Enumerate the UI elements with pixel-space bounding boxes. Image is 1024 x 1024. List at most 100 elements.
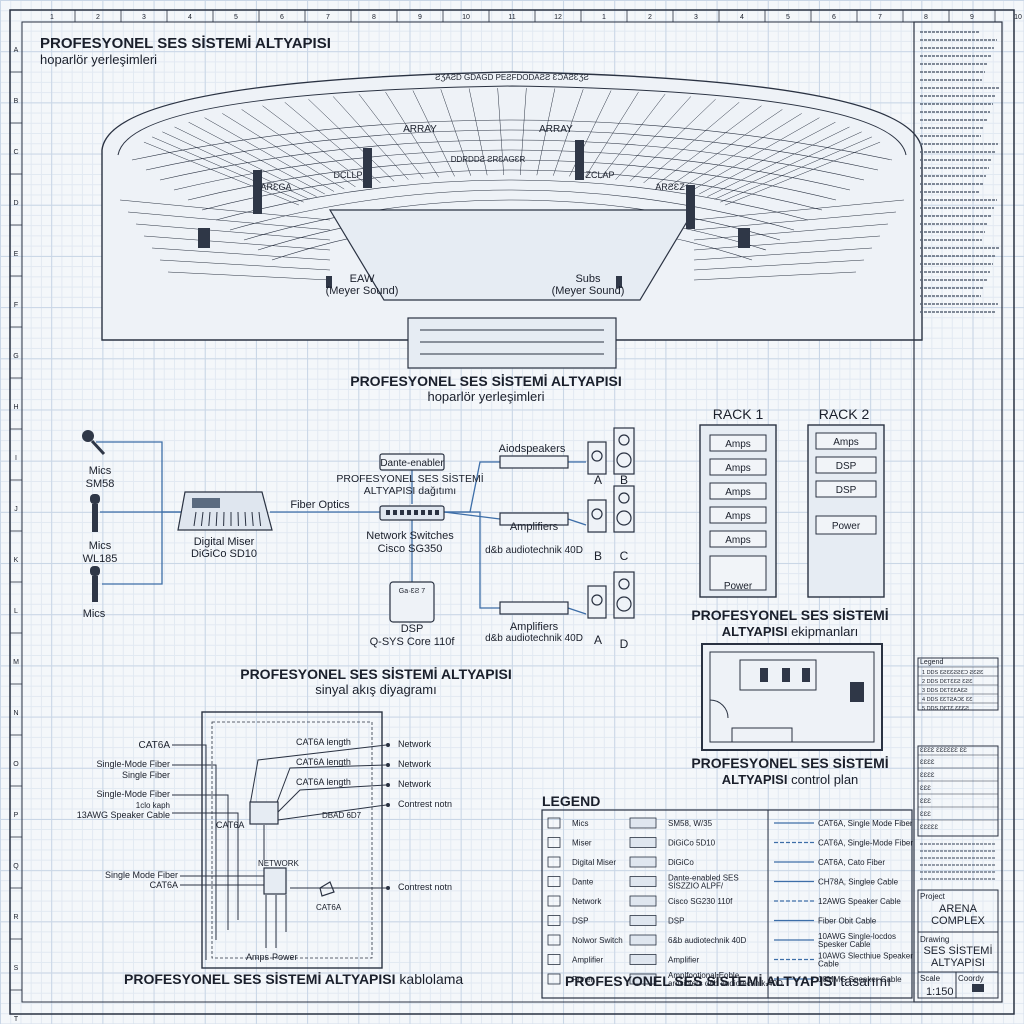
arena-footer-subtitle: hoparlör yerleşimleri (427, 389, 544, 404)
amp-top-icon (499, 455, 569, 469)
cabling-enclosure (201, 711, 383, 969)
sub-speaker-right (738, 228, 750, 248)
title-legend-row: 1 DDS ƐƧƐƐƧƧƐƆ ƧƐƧƐ (922, 670, 984, 676)
speaker-b-1: B (620, 473, 628, 487)
cabling-smf-3: Single-Mode Fiber (96, 789, 170, 799)
rack-1-title: RACK 1 (713, 406, 764, 422)
title-legend-box (917, 657, 999, 711)
racks-footer-title: PROFESYONEL SES SİSTEMİ (691, 607, 888, 623)
column-label: 9 (418, 14, 422, 21)
amp-middle-icon (499, 512, 569, 526)
column-label: 4 (740, 14, 744, 21)
amp-1-model: d&b audiotechnik 40D (485, 545, 583, 556)
dante-box (379, 453, 445, 471)
cabling-cat-node: CAT6A (316, 903, 342, 912)
project-label: Project (920, 892, 946, 901)
column-label: 7 (326, 14, 330, 21)
outer-frame (9, 9, 1015, 1015)
speaker-icons (587, 427, 635, 619)
cabling-smf-4: Single Mode Fiber (105, 870, 178, 880)
legend-item-value: Cisco SG230 110f (668, 897, 733, 906)
control-footer-subtitle: ALTYAPISI control plan (722, 772, 859, 787)
legend-cable-type: CH78A, Singlee Cable (818, 878, 899, 887)
legend-item-value: DiGiCo 5D10 (668, 839, 716, 848)
eaw-brand-label: (Meyer Sound) (326, 285, 399, 297)
dsp-label: DSP (401, 623, 424, 635)
line-array-left (253, 148, 372, 214)
mic-1-model: SM58 (86, 478, 115, 490)
column-label: 10 (462, 14, 470, 21)
legend-cable-type: 12AWG Speaker Cable (818, 897, 901, 906)
row-label: D (13, 200, 18, 207)
mixer-label: Digital Miser (194, 536, 255, 548)
rack-1-power: Power (724, 581, 753, 592)
rack-1-unit: Amps (725, 439, 751, 450)
cabling-footer: PROFESYONEL SES SİSTEMİ ALTYAPISI kablol… (124, 971, 463, 987)
mic-2-icon (90, 494, 100, 532)
switch-label: Network Switches (366, 530, 454, 542)
column-label: 11 (508, 14, 515, 21)
drawing-label: Drawing (920, 935, 949, 944)
legend-item-value: SİSZZIO ALPF/ (668, 882, 724, 891)
rack-2-title: RACK 2 (819, 406, 870, 422)
cabling-network-2: Network (398, 759, 432, 769)
general-notes (920, 31, 999, 313)
legend-item-label: Poner (572, 975, 594, 984)
cabling-cat6a-2: CAT6A (216, 820, 244, 830)
column-label: 2 (96, 14, 100, 21)
legend-item-value: arnsiblers d8b audiotechnik-40D (668, 979, 783, 988)
cabling-section: CAT6A CAT6A length CAT6A length CAT6A le… (77, 711, 463, 987)
project-value-2: COMPLEX (931, 915, 985, 927)
row-label: C (13, 149, 18, 156)
digital-mixer-icon (177, 491, 273, 531)
switch-model: Cisco SG350 (378, 543, 443, 555)
title-legend-row: 2 DDS DƐTƐƐƧ ƐƧƐ (922, 679, 973, 685)
row-label: R (13, 914, 18, 921)
dante-caption-2: ALTYAPISI dağıtımı (364, 485, 456, 497)
signal-flow-section: Mics SM58 Mics WL185 Mics Digital Miser … (82, 427, 635, 697)
dante-caption-1: PROFESYONEL SES SİSTEMİ (336, 472, 483, 485)
cabling-network-1: Network (398, 739, 432, 749)
seating-tiers (119, 88, 905, 281)
speaker-a-1: A (594, 473, 602, 487)
rack-1-unit: Amps (725, 487, 751, 498)
column-label: 2 (648, 14, 652, 21)
sheet-label: Coordy (958, 974, 984, 983)
revision-row: ƐƐƐ (920, 812, 931, 818)
revision-row: ƐƐƐ (920, 799, 931, 805)
rack-1-unit: Amps (725, 463, 751, 474)
tag-left-center: DCLLP (333, 170, 362, 180)
dsp-screen-text: Ga·ƐƧ 7 (399, 588, 426, 595)
legend-item-value: 6&b audiotechnik 40D (668, 936, 747, 945)
column-label: 9 (970, 14, 974, 21)
row-label: J (14, 506, 18, 513)
row-label: T (14, 1016, 19, 1023)
rack-2-unit: DSP (836, 485, 857, 496)
cabling-radio: 1clo kaph (136, 801, 170, 810)
speaker-b-2: B (594, 549, 602, 563)
row-label: F (14, 302, 18, 309)
row-label: I (15, 455, 17, 462)
racks-section: RACK 1 RACK 2 AmpsAmpsAmpsAmpsAmpsPower … (691, 406, 888, 639)
column-label: 12 (554, 14, 562, 21)
legend-cable-type: Cable (818, 960, 839, 969)
cabling-cat6a-3: CAT6A (150, 880, 178, 890)
legend-footer: PROFESYONEL SES SİSTEMİ ALTYAPISI tasarı… (565, 973, 891, 989)
legend-item-label: Digital Miser (572, 858, 616, 867)
dsp-model: Q-SYS Core 110f (370, 636, 456, 648)
column-label: 3 (694, 14, 698, 21)
legend-cable-type: Spesker Cable (818, 940, 871, 949)
cabling-contrest-1: Contrest notn (398, 799, 452, 809)
rack-2-power: Power (832, 521, 861, 532)
cabling-network-3: Network (398, 779, 432, 789)
mic-3-label: Mics (83, 608, 106, 620)
legend-cable-type: 10MMG Speaker Cable (818, 975, 902, 984)
control-plan-section: PROFESYONEL SES SİSTEMİ ALTYAPISI contro… (691, 643, 889, 787)
drawing-value-1: SES SİSTEMİ (923, 944, 992, 957)
